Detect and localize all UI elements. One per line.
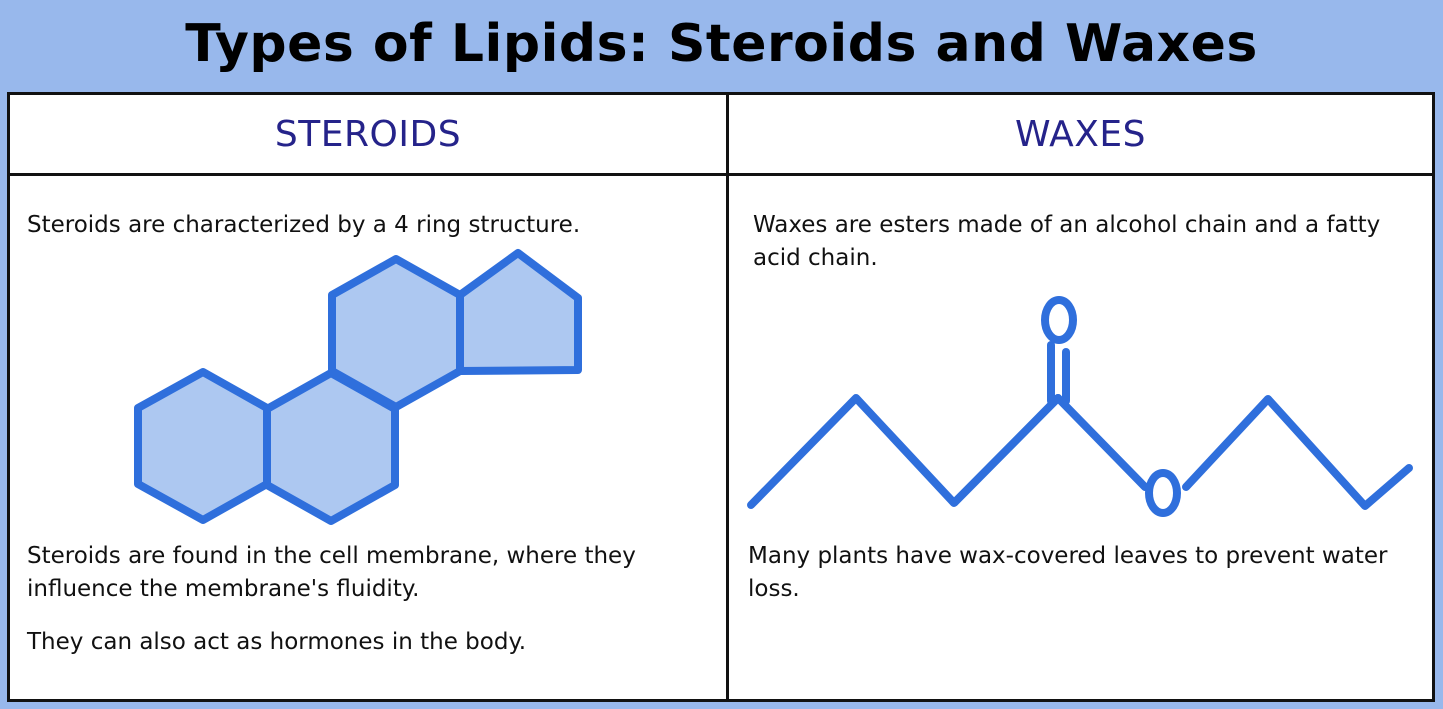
steroid-ring-d bbox=[456, 249, 582, 375]
steroid-ring-c bbox=[328, 255, 464, 411]
steroids-intro-text: Steroids are characterized by a 4 ring s… bbox=[27, 212, 581, 238]
steroids-heading: STEROIDS bbox=[274, 113, 462, 155]
steroid-four-ring-structure-icon bbox=[134, 249, 582, 525]
ester-bond-left bbox=[1054, 394, 1149, 491]
waxes-leaves-text: Many plants have wax-covered leaves to p… bbox=[748, 543, 1388, 602]
waxes-intro-text: Waxes are esters made of an alcohol chai… bbox=[753, 212, 1381, 271]
ester-skeletal-structure-icon bbox=[747, 296, 1413, 517]
comparison-table: STEROIDS WAXES Steroids are characterize… bbox=[7, 92, 1435, 702]
steroid-ring-a bbox=[134, 368, 271, 524]
fatty-acid-chain bbox=[747, 394, 1062, 509]
alcohol-chain bbox=[1182, 395, 1413, 510]
column-divider bbox=[726, 95, 729, 699]
header-divider bbox=[10, 173, 1432, 176]
ester-oxygen-ring bbox=[1145, 469, 1181, 517]
steroids-membrane-text: Steroids are found in the cell membrane,… bbox=[27, 543, 636, 602]
page-title: Types of Lipids: Steroids and Waxes bbox=[185, 14, 1258, 74]
carbonyl-oxygen-ring bbox=[1041, 296, 1077, 344]
waxes-heading: WAXES bbox=[1014, 113, 1146, 155]
steroids-hormone-text: They can also act as hormones in the bod… bbox=[27, 629, 527, 655]
